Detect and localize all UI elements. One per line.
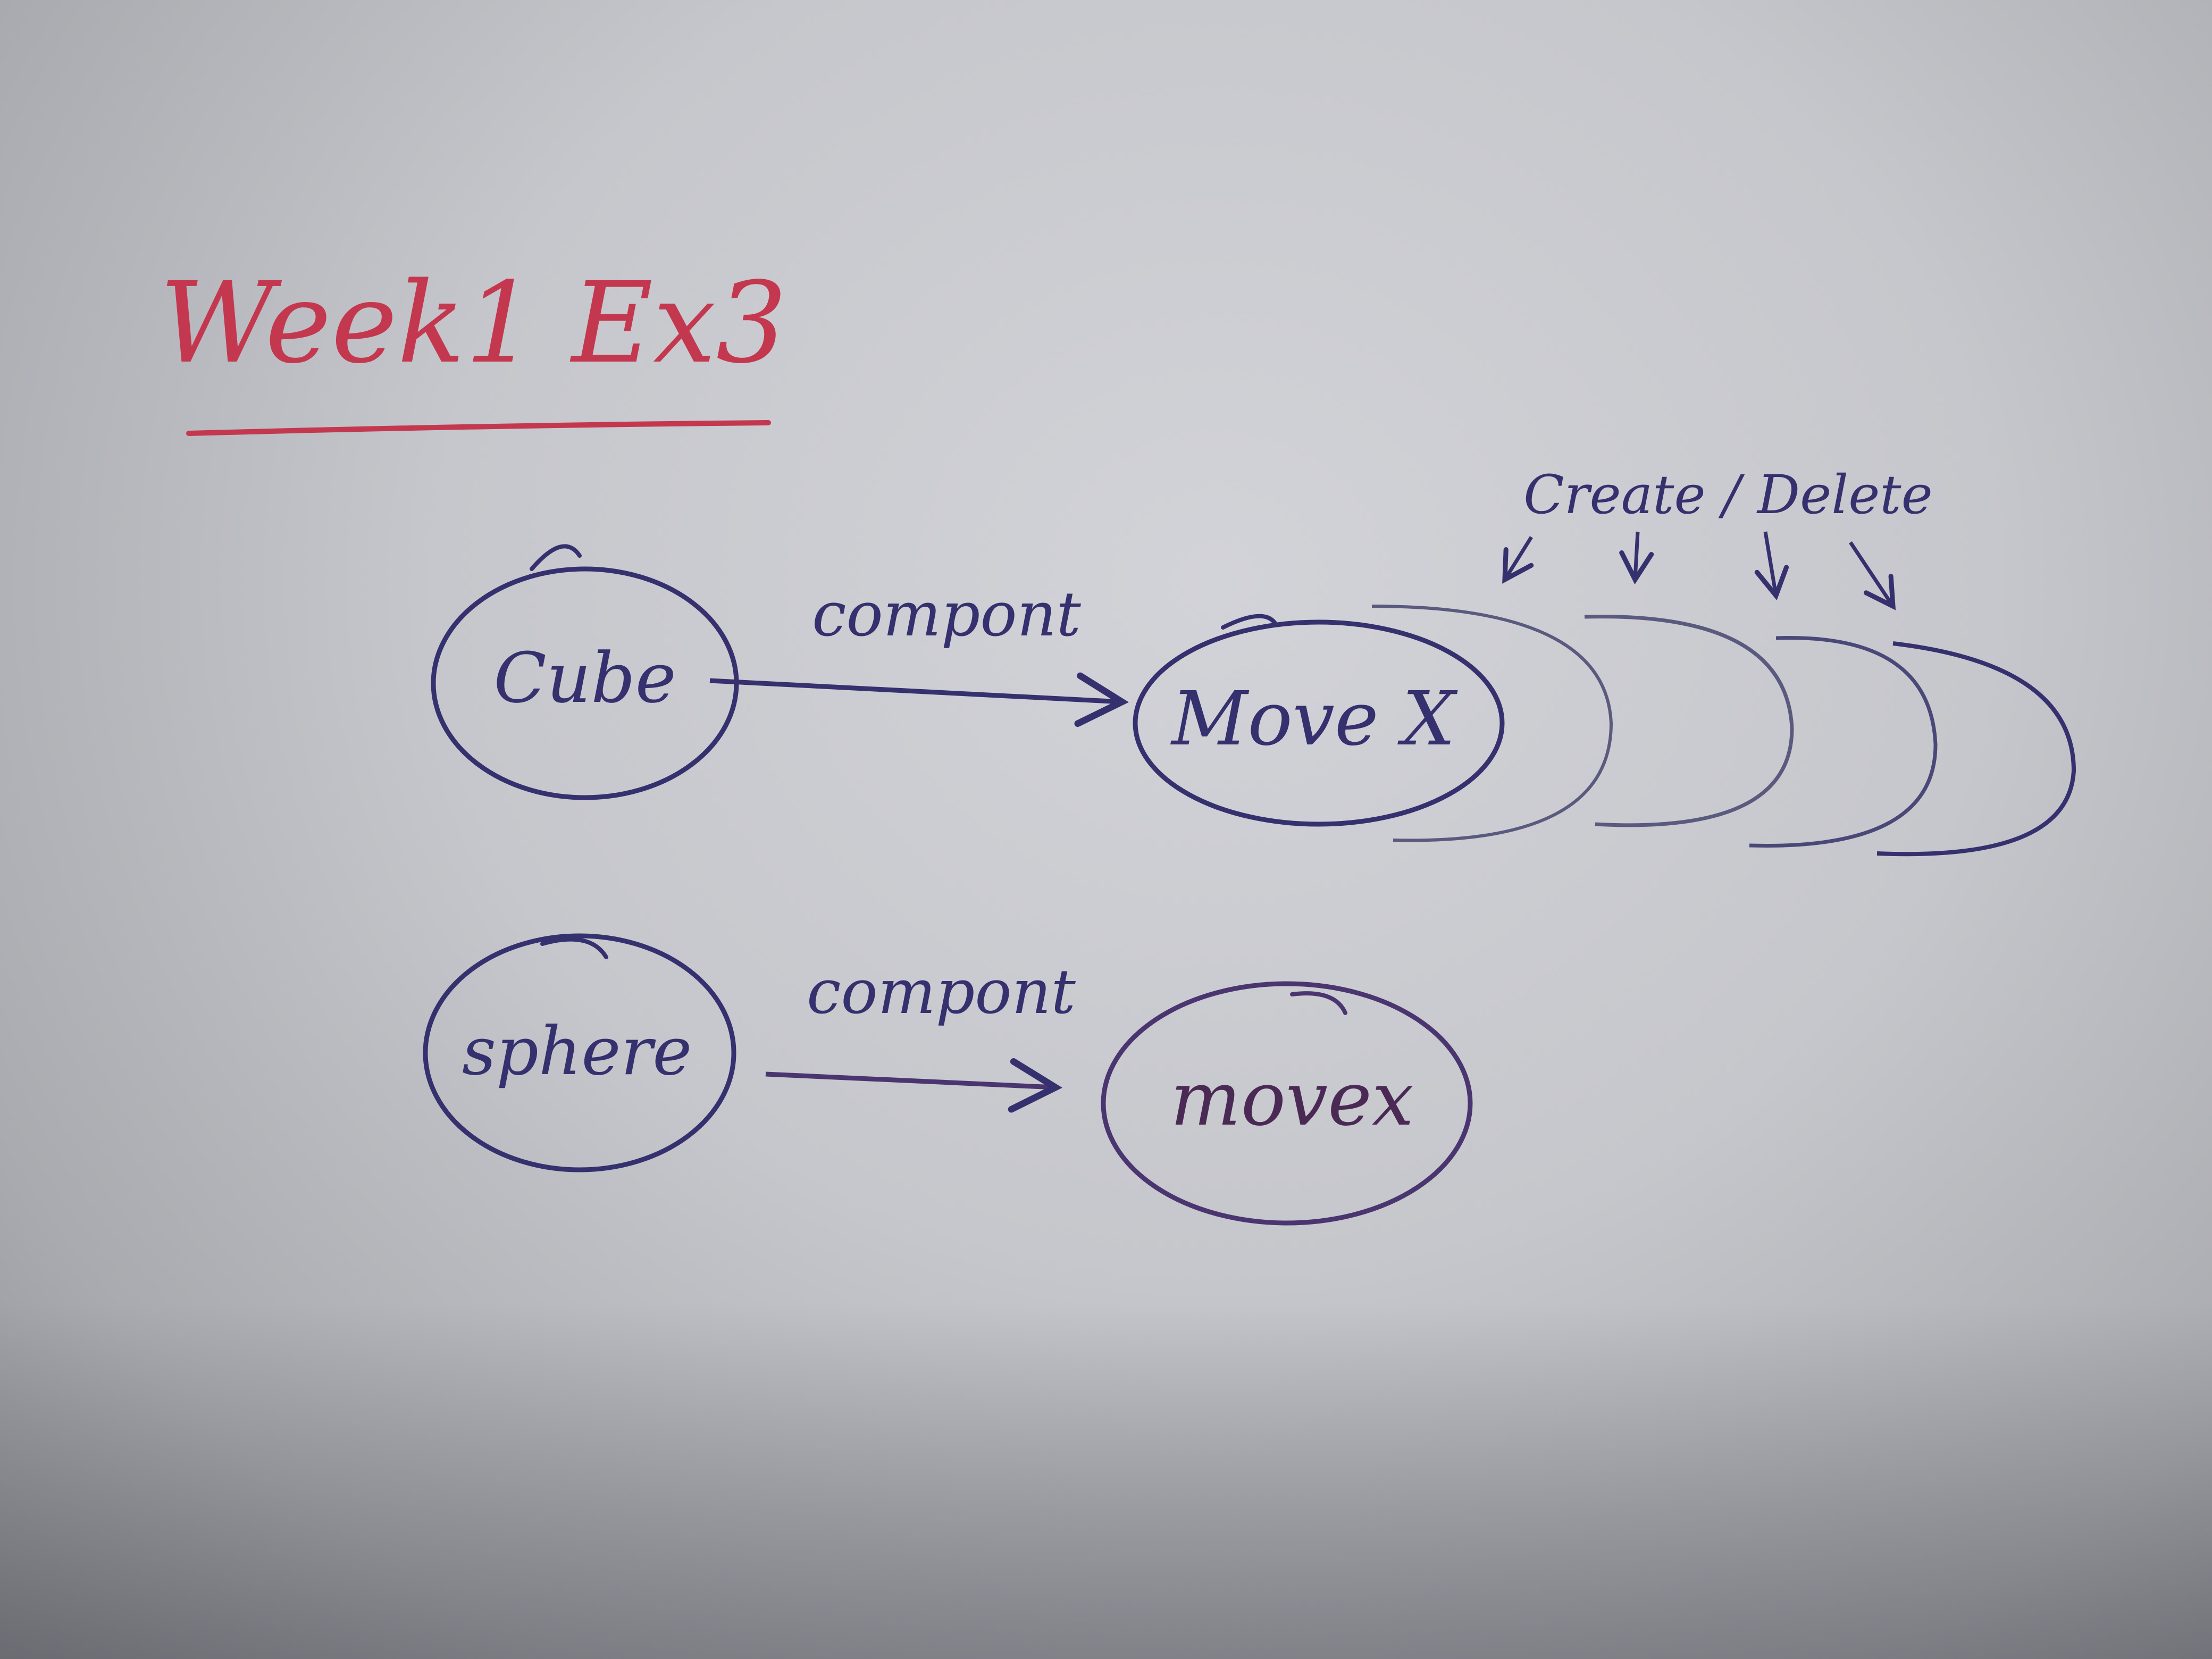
- page-title: Week1 Ex3: [160, 258, 787, 388]
- node-movex-bottom: movex: [1101, 981, 1473, 1226]
- node-movex-top: Move X: [1133, 614, 1505, 827]
- edge-label-top: compont: [812, 579, 1082, 650]
- edge-sphere-to-movex: [765, 1058, 1062, 1113]
- annotation-create-delete: Create / Delete: [1523, 464, 1933, 526]
- node-movex-top-label: Move X: [1170, 676, 1458, 763]
- annotation-arrows: [1502, 531, 1896, 610]
- node-cube: Cube: [431, 544, 739, 800]
- edge-cube-to-movex: [709, 672, 1129, 727]
- ghost-copies: [1371, 605, 2076, 857]
- shadow-overlay: [0, 1303, 2212, 1659]
- node-sphere-label: sphere: [462, 1013, 692, 1090]
- node-cube-label: Cube: [493, 638, 676, 718]
- node-sphere: sphere: [423, 933, 736, 1172]
- edge-label-bottom: compont: [807, 957, 1076, 1028]
- node-movex-bottom-label: movex: [1170, 1056, 1414, 1143]
- title-underline: [186, 420, 771, 436]
